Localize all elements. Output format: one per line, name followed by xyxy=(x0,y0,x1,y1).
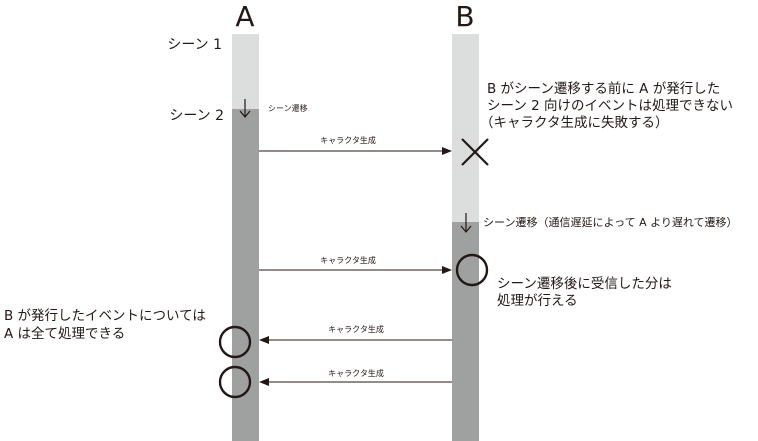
lost-x-mark xyxy=(461,138,489,166)
message-3-label: キャラクタ生成 xyxy=(328,324,384,334)
b-transition-arrow xyxy=(460,213,472,233)
lane-b-label: B xyxy=(455,0,474,33)
scene2-label: シーン 2 xyxy=(169,108,224,124)
lane-a-label: A xyxy=(235,0,254,33)
message-2-label: キャラクタ生成 xyxy=(320,255,376,265)
lane-a-scene1-bar xyxy=(232,34,259,109)
b-transition-label: シーン遷移（通信遅延によって A より遅れて遷移） xyxy=(483,216,738,229)
note-a-ok-line-1: B が発行したイベントについては xyxy=(4,308,206,324)
a-transition-label: シーン遷移 xyxy=(268,103,308,113)
note-a-ok: B が発行したイベントについては A は全て処理できる xyxy=(4,308,206,342)
scene1-label: シーン 1 xyxy=(167,37,222,53)
message-1-label: キャラクタ生成 xyxy=(320,135,376,145)
note-lost-event: B がシーン遷移する前に A が発行した シーン 2 向けのイベントは処理できな… xyxy=(480,80,733,131)
note-b-ok: シーン遷移後に受信した分は 処理が行える xyxy=(497,276,672,309)
message-4-label: キャラクタ生成 xyxy=(328,368,384,378)
lane-a-scene2-bar xyxy=(232,109,259,441)
note-b-ok-line-1: シーン遷移後に受信した分は xyxy=(497,276,672,292)
note-b-ok-line-2: 処理が行える xyxy=(497,293,578,309)
note-lost-line-2: シーン 2 向けのイベントは処理できない xyxy=(487,98,733,114)
lane-b-scene2-bar xyxy=(452,222,479,441)
note-lost-line-1: B がシーン遷移する前に A が発行した xyxy=(487,80,720,97)
lane-b-scene1-bar xyxy=(452,34,479,222)
a-received-circle-2 xyxy=(218,365,252,399)
b-received-circle xyxy=(455,253,489,287)
a-transition-arrow xyxy=(239,99,251,118)
a-received-circle-1 xyxy=(218,325,252,359)
note-a-ok-line-2: A は全て処理できる xyxy=(4,325,125,342)
note-lost-line-3: （キャラクタ生成に失敗する） xyxy=(480,115,668,131)
